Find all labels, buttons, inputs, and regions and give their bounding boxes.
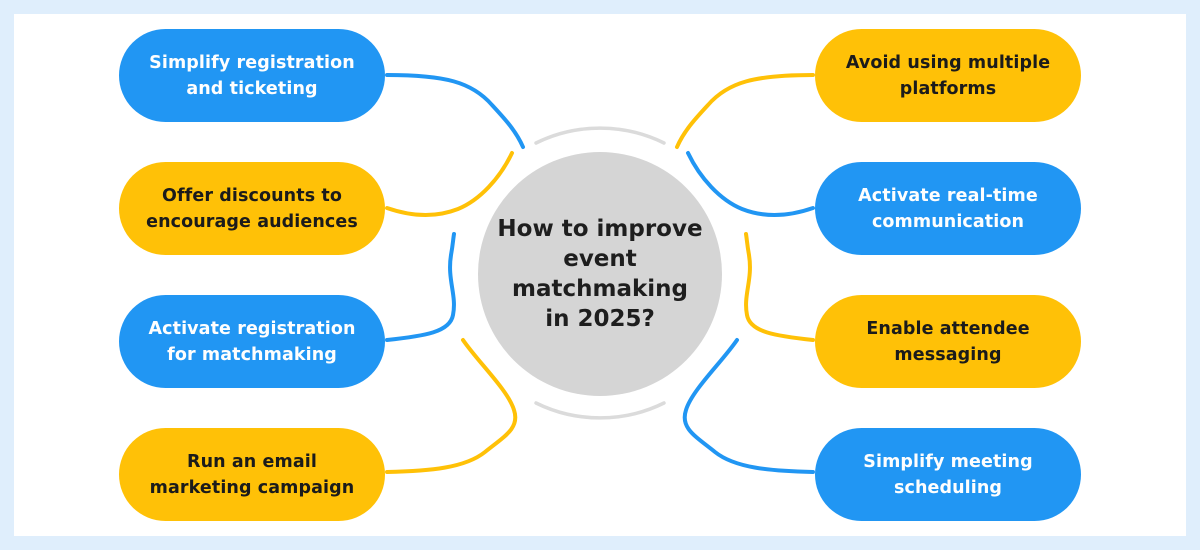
node-label-line: scheduling (893, 477, 1003, 498)
ring-arc-top (534, 126, 666, 145)
center-question-line: in 2025? (545, 306, 655, 332)
node-label-line: Avoid using multiple (845, 52, 1051, 73)
connector-avoid-platforms (675, 73, 815, 149)
center-question-line: event (563, 246, 637, 272)
connector-activate-registration (385, 232, 456, 342)
node-label-line: for matchmaking (167, 344, 337, 365)
node-label-line: encourage audiences (146, 211, 358, 232)
node-label-line: Offer discounts to (161, 185, 342, 206)
center-question-line: How to improve (497, 216, 703, 242)
node-label-line: Run an email (187, 451, 317, 472)
node-label-line: Enable attendee (866, 318, 1030, 339)
center-circle (478, 152, 722, 396)
node-label-line: marketing campaign (149, 477, 355, 498)
node-activate-realtime-communication: Activate real-time communication (815, 162, 1081, 255)
node-label-line: Activate registration (148, 318, 356, 339)
node-label-line: platforms (899, 78, 997, 99)
node-simplify-registration-and-ticketing: Simplify registration and ticketing (119, 29, 385, 122)
node-simplify-meeting-scheduling: Simplify meeting scheduling (815, 428, 1081, 521)
ring-arc-bottom (534, 401, 666, 420)
node-label-line: Activate real-time (858, 185, 1038, 206)
node-offer-discounts: Offer discounts to encourage audiences (119, 162, 385, 255)
center-question: How to improve event matchmaking in 2025… (478, 152, 722, 396)
node-enable-attendee-messaging: Enable attendee messaging (815, 295, 1081, 388)
center-question-line: matchmaking (512, 276, 688, 302)
node-activate-registration-matchmaking: Activate registration for matchmaking (119, 295, 385, 388)
connector-simplify-registration (385, 73, 525, 149)
connector-offer-discounts (385, 151, 514, 217)
node-label-line: and ticketing (186, 78, 318, 99)
node-label-line: messaging (894, 344, 1002, 365)
node-run-email-marketing-campaign: Run an email marketing campaign (119, 428, 385, 521)
connector-meeting-scheduling (682, 338, 815, 474)
node-label-line: Simplify registration (149, 52, 355, 73)
node-label-line: communication (871, 211, 1025, 232)
connector-realtime-communication (686, 151, 815, 217)
connector-attendee-messaging (744, 232, 815, 342)
node-avoid-multiple-platforms: Avoid using multiple platforms (815, 29, 1081, 122)
node-label-line: Simplify meeting (863, 451, 1033, 472)
connector-email-campaign (385, 338, 518, 474)
